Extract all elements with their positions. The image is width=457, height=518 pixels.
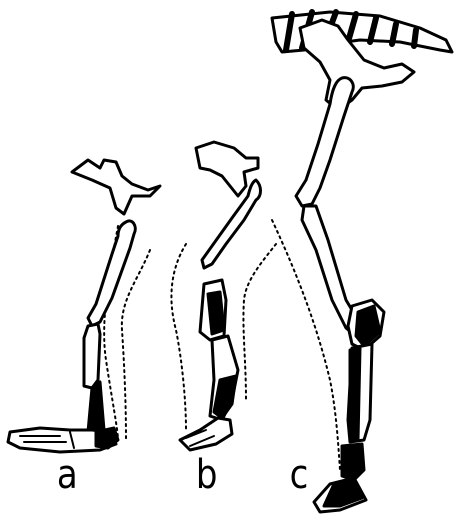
limb-a — [8, 160, 160, 452]
limb-a-outline-back — [122, 250, 150, 440]
limb-c — [272, 12, 452, 512]
limb-a-tibia-dark — [88, 382, 104, 434]
limb-b-tibia-dark — [208, 292, 224, 334]
limb-b-foot — [180, 418, 232, 450]
limb-c-femur — [296, 78, 353, 206]
limb-a-pelvis — [72, 160, 160, 214]
limb-c-spine — [272, 12, 452, 52]
limb-b — [171, 142, 276, 450]
limb-a-tibia — [84, 324, 100, 388]
limb-b-outline — [171, 244, 186, 430]
panel-label-b: b — [196, 455, 218, 495]
limb-c-cannon-dark — [350, 348, 360, 440]
limb-b-pelvis — [196, 142, 258, 196]
limb-c-pastern — [342, 444, 364, 480]
limb-b-outline-back — [243, 244, 276, 400]
panel-label-c: c — [290, 455, 309, 495]
panel-label-a: a — [57, 455, 78, 495]
limb-b-femur — [202, 180, 261, 268]
limb-a-femur — [88, 221, 135, 326]
